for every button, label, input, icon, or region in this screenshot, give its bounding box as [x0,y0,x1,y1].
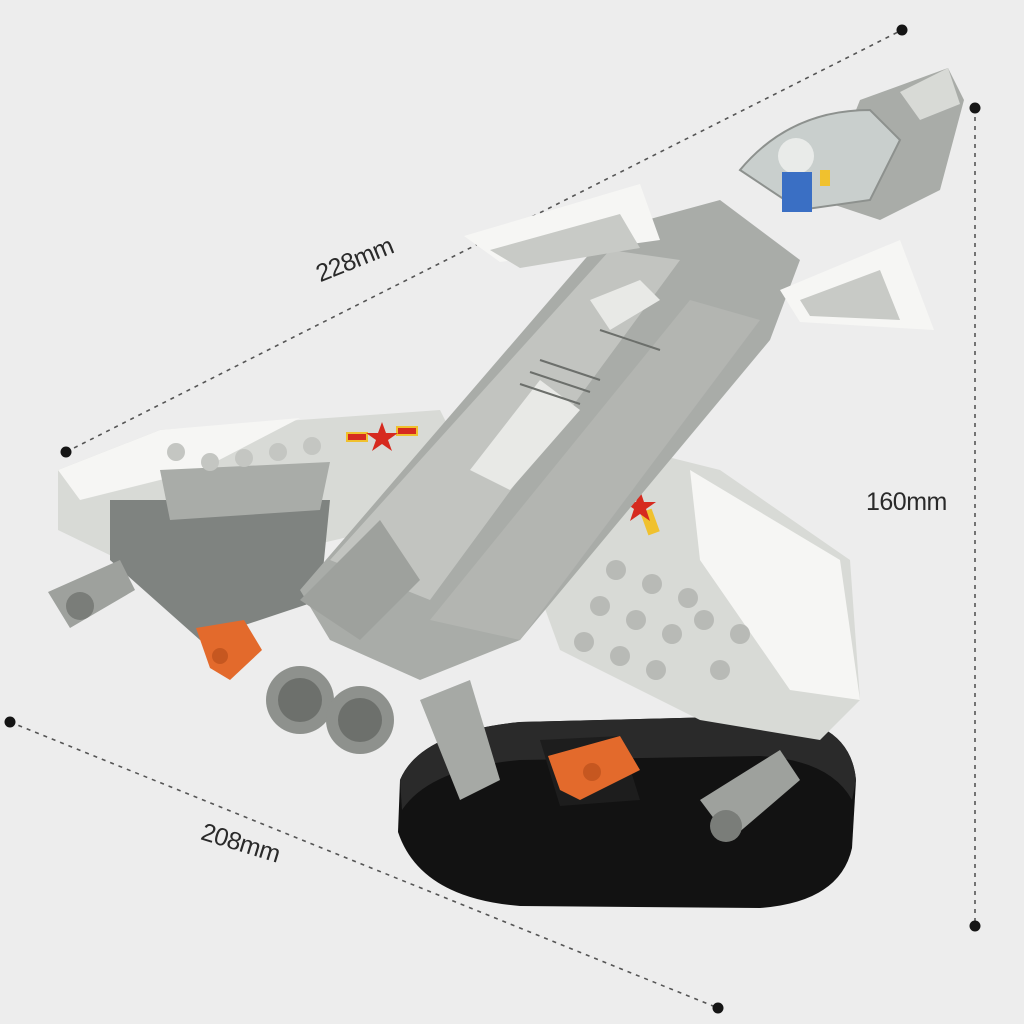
left-tail-fin [300,520,420,640]
length-endpoint-right [896,24,908,36]
canards [464,184,934,330]
height-dimension-label: 160mm [866,488,947,516]
cockpit-and-nose [738,68,964,220]
height-endpoint-bottom [969,920,981,932]
underwing-missiles [196,620,640,800]
left-wing-missile [48,560,135,628]
pilot-torso [782,172,812,212]
engine-nozzles [266,666,394,754]
pilot-helmet [778,138,814,174]
right-wing-missile [700,750,800,842]
fuselage [266,200,800,800]
height-endpoint-top [969,102,981,114]
left-wing-insignia [346,422,418,451]
width-endpoint-right [712,1002,724,1014]
width-dimension-line [9,721,719,1009]
length-endpoint-left [60,446,72,458]
canopy [738,108,902,212]
width-endpoint-left [4,716,16,728]
right-tail-fin [420,680,500,800]
